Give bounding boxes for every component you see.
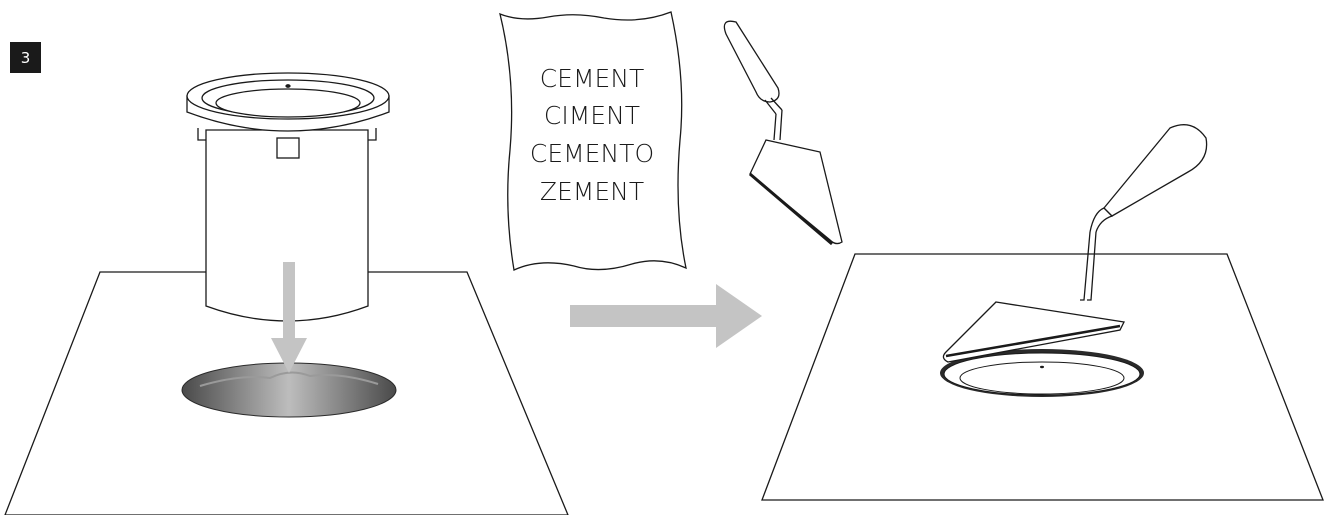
right-arrow-icon bbox=[570, 284, 762, 348]
drain-body bbox=[186, 72, 390, 322]
step-number: 3 bbox=[20, 48, 31, 67]
bag-label-2: CIMENT bbox=[544, 101, 640, 130]
trowel-icon bbox=[723, 20, 843, 246]
down-arrow-icon bbox=[271, 262, 307, 373]
step-number-badge: 3 bbox=[10, 42, 41, 73]
installed-drain bbox=[940, 349, 1144, 397]
smoothing-trowel-icon bbox=[942, 124, 1208, 363]
bag-label-3: CEMENTO bbox=[530, 139, 654, 168]
cement-bed bbox=[181, 362, 397, 418]
bag-label-1: CEMENT bbox=[540, 64, 645, 93]
bag-label-4: ZEMENT bbox=[540, 177, 644, 206]
cement-bag: CEMENT CIMENT CEMENTO ZEMENT bbox=[499, 11, 687, 271]
